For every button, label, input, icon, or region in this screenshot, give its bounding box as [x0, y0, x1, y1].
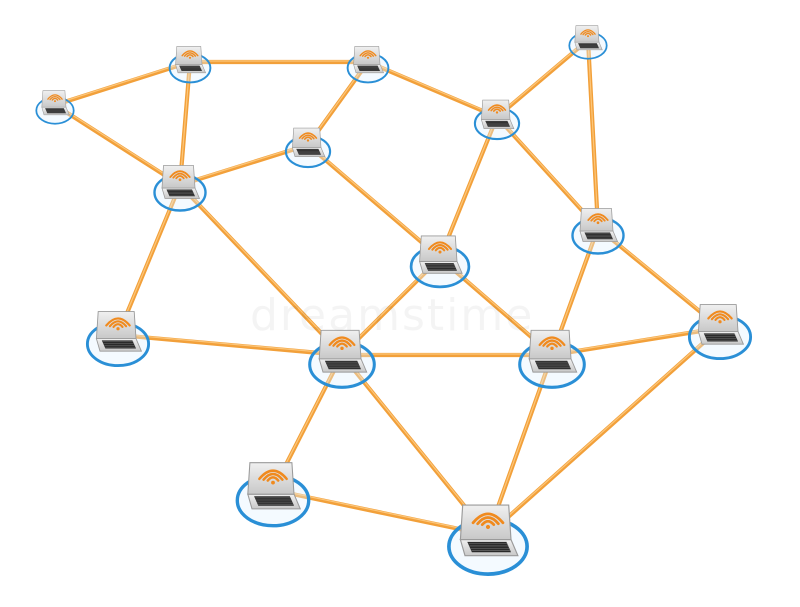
laptop-node [409, 235, 471, 289]
network-link [177, 182, 345, 358]
wifi-signal-icon [487, 104, 507, 114]
wifi-signal-icon [298, 132, 318, 142]
wifi-signal-icon [328, 336, 356, 351]
laptop-node [518, 329, 586, 389]
network-links [52, 37, 723, 538]
laptop-icon [318, 329, 368, 373]
wifi-signal-icon [359, 50, 377, 59]
laptop-icon [41, 90, 70, 116]
wifi-signal-icon [471, 512, 505, 530]
laptop-node [153, 165, 207, 212]
laptop-node [571, 208, 625, 255]
wifi-signal-icon [258, 469, 288, 485]
laptop-icon [480, 99, 515, 130]
laptop-node [284, 127, 332, 169]
network-link [52, 102, 183, 188]
wifi-signal-icon [427, 241, 453, 254]
laptop-icon [579, 208, 619, 242]
network-link [365, 59, 500, 120]
laptop-icon [697, 304, 745, 345]
laptop-node [308, 329, 376, 389]
laptop-node [35, 90, 75, 125]
laptop-node [346, 46, 390, 84]
wifi-signal-icon [580, 29, 596, 38]
laptop-icon [459, 504, 519, 557]
laptop-icon [161, 165, 201, 199]
network-link [339, 352, 555, 358]
laptop-icon [353, 46, 385, 74]
network-link [549, 325, 723, 358]
network-link [187, 59, 371, 65]
laptop-icon [291, 127, 326, 158]
network-link [585, 37, 601, 231]
laptop-icon [419, 235, 463, 274]
wifi-signal-icon [587, 213, 609, 225]
laptop-icon [528, 329, 578, 373]
laptop-node [168, 46, 212, 84]
wifi-signal-icon [538, 336, 566, 351]
laptop-icon [95, 311, 143, 352]
laptop-node [568, 25, 608, 60]
laptop-icon [247, 462, 302, 510]
laptop-node [447, 504, 529, 576]
wifi-signal-icon [105, 317, 131, 331]
laptop-icon [574, 25, 603, 51]
laptop-node [473, 99, 521, 141]
laptop-node [687, 304, 753, 361]
network-link [115, 332, 345, 358]
wifi-signal-icon [47, 94, 63, 103]
wifi-signal-icon [181, 50, 199, 59]
network-link [485, 325, 723, 538]
network-link [437, 114, 500, 261]
network-link [52, 59, 193, 108]
wifi-signal-icon [169, 170, 191, 182]
laptop-node [85, 311, 151, 368]
laptop-node [235, 462, 311, 528]
laptop-icon [175, 46, 207, 74]
wifi-signal-icon [707, 310, 733, 324]
network-nodes [35, 25, 753, 576]
network-link [305, 142, 443, 261]
